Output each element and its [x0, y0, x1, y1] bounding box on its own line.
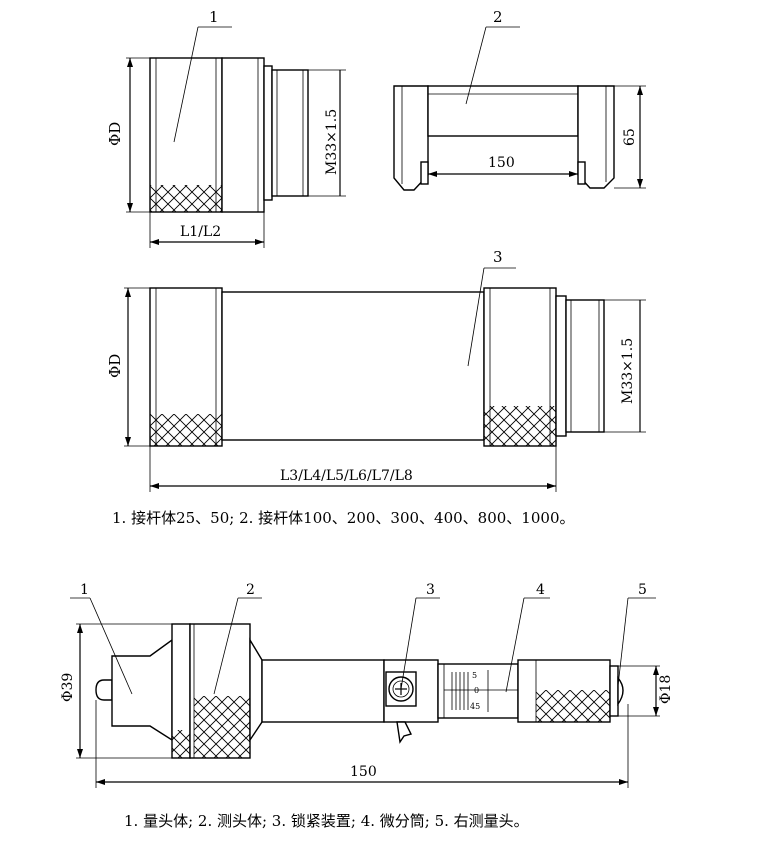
top-caption: 1. 接杆体25、50; 2. 接杆体100、200、300、400、800、1… — [112, 509, 575, 527]
part3-length-label: L3/L4/L5/L6/L7/L8 — [280, 468, 413, 484]
part1-diameter-label: ΦD — [106, 122, 124, 146]
asm-dia-right-label: Φ18 — [658, 675, 674, 704]
part2-length-label: 150 — [488, 155, 515, 171]
part2-callout: 2 — [493, 8, 503, 26]
asm-callout-4: 4 — [536, 582, 545, 598]
asm-length-label: 150 — [350, 764, 377, 780]
bottom-caption: 1. 量头体; 2. 测头体; 3. 锁紧装置; 4. 微分筒; 5. 右测量头… — [124, 812, 529, 830]
asm-callout-2: 2 — [246, 582, 255, 598]
part3-thread-label: M33×1.5 — [620, 338, 636, 404]
part3-connector-long — [124, 267, 646, 492]
asm-callout-1: 1 — [80, 582, 89, 598]
scale-mark-0: 0 — [474, 686, 479, 695]
micrometer-assembly — [70, 597, 660, 788]
part3-callout: 3 — [493, 248, 503, 266]
part1-callout: 1 — [209, 8, 219, 26]
scale-mark-5: 5 — [472, 671, 477, 680]
part2-connector-bar — [393, 26, 646, 191]
part1-length-label: L1/L2 — [180, 224, 221, 240]
asm-callout-3: 3 — [426, 582, 435, 598]
asm-dia-left-label: Φ39 — [60, 673, 76, 702]
part1-thread-label: M33×1.5 — [324, 109, 340, 175]
part2-height-label: 65 — [622, 128, 638, 146]
part3-diameter-label: ΦD — [106, 354, 124, 378]
part1-connector-short — [126, 26, 346, 248]
asm-callout-5: 5 — [638, 582, 647, 598]
scale-mark-45: 45 — [470, 702, 480, 711]
